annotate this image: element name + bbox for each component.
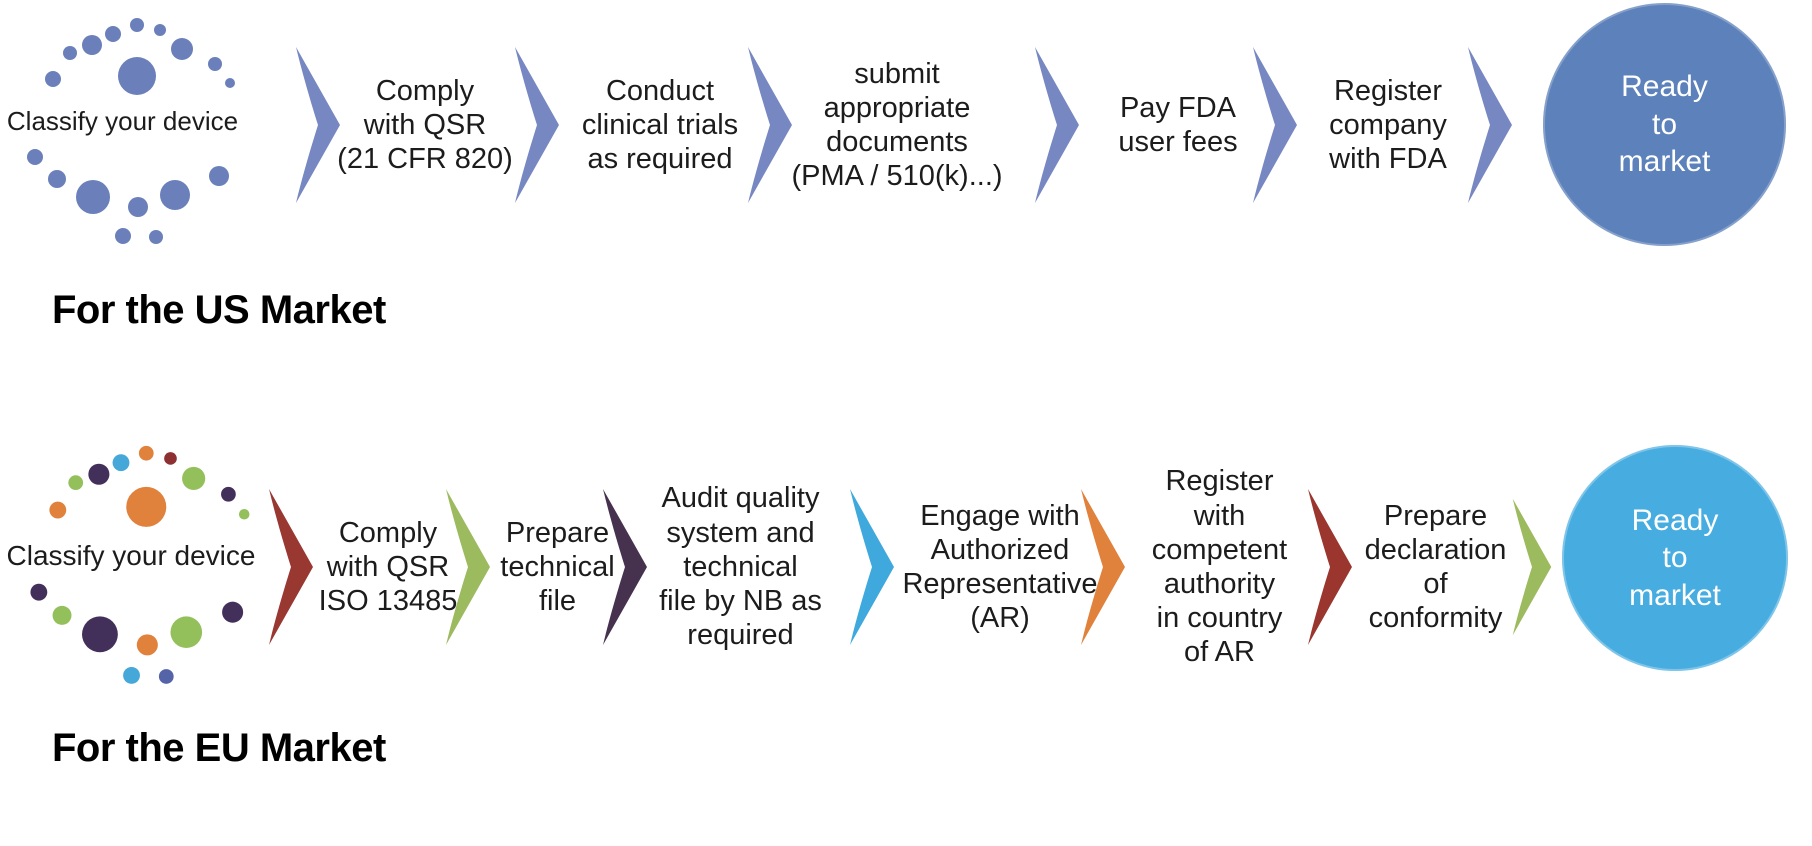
eu-step-label: Audit quality system and technical file … [659, 482, 822, 652]
chevron-right-icon [1073, 412, 1133, 722]
us-step-label: submit appropriate documents (PMA / 510(… [791, 57, 1003, 193]
us-step-label: Conduct clinical trials as required [581, 74, 739, 176]
chevron-right-icon [1245, 0, 1305, 250]
us-step-label: Register company with FDA [1329, 74, 1447, 176]
dotted-circle-icon [27, 18, 235, 244]
us-ready-to-market-circle: Ready to market [1543, 3, 1786, 246]
chevron-right-icon [740, 0, 800, 250]
chevron-right-icon [595, 412, 655, 722]
eu-step-label: Engage with Authorized Representative (A… [902, 499, 1098, 635]
eu-classify-device-graphic: Classify your device [2, 432, 260, 685]
chevron-right-icon [1502, 412, 1562, 722]
chevron-right-icon [288, 0, 348, 250]
us-step-label: Pay FDA user fees [1118, 91, 1238, 158]
us-process-row: Classify your device Comply with QSR (21… [0, 0, 1812, 250]
eu-start-label: Classify your device [6, 540, 256, 571]
eu-process-row: Classify your device Comply with QSR ISO… [0, 412, 1812, 722]
us-step-label: Comply with QSR (21 CFR 820) [337, 74, 513, 176]
us-market-heading: For the US Market [52, 288, 386, 332]
eu-step-label: Prepare declaration of conformity [1364, 499, 1507, 635]
chevron-right-icon [1300, 412, 1360, 722]
chevron-right-icon [438, 412, 498, 722]
eu-step-label: Register with competent authority in cou… [1151, 465, 1288, 669]
chevron-right-icon [507, 0, 567, 250]
us-start-label: Classify your device [6, 106, 239, 136]
chevron-right-icon [1460, 0, 1520, 250]
eu-ready-to-market-circle: Ready to market [1562, 445, 1788, 671]
eu-step-label: Comply with QSR ISO 13485 [318, 516, 458, 618]
eu-market-heading: For the EU Market [52, 726, 386, 770]
eu-step-label: Prepare technical file [500, 516, 615, 618]
chevron-right-icon [261, 412, 321, 722]
dotted-circle-icon [30, 445, 250, 684]
us-classify-device-graphic: Classify your device [0, 5, 245, 245]
chevron-right-icon [842, 412, 902, 722]
chevron-right-icon [1027, 0, 1087, 250]
